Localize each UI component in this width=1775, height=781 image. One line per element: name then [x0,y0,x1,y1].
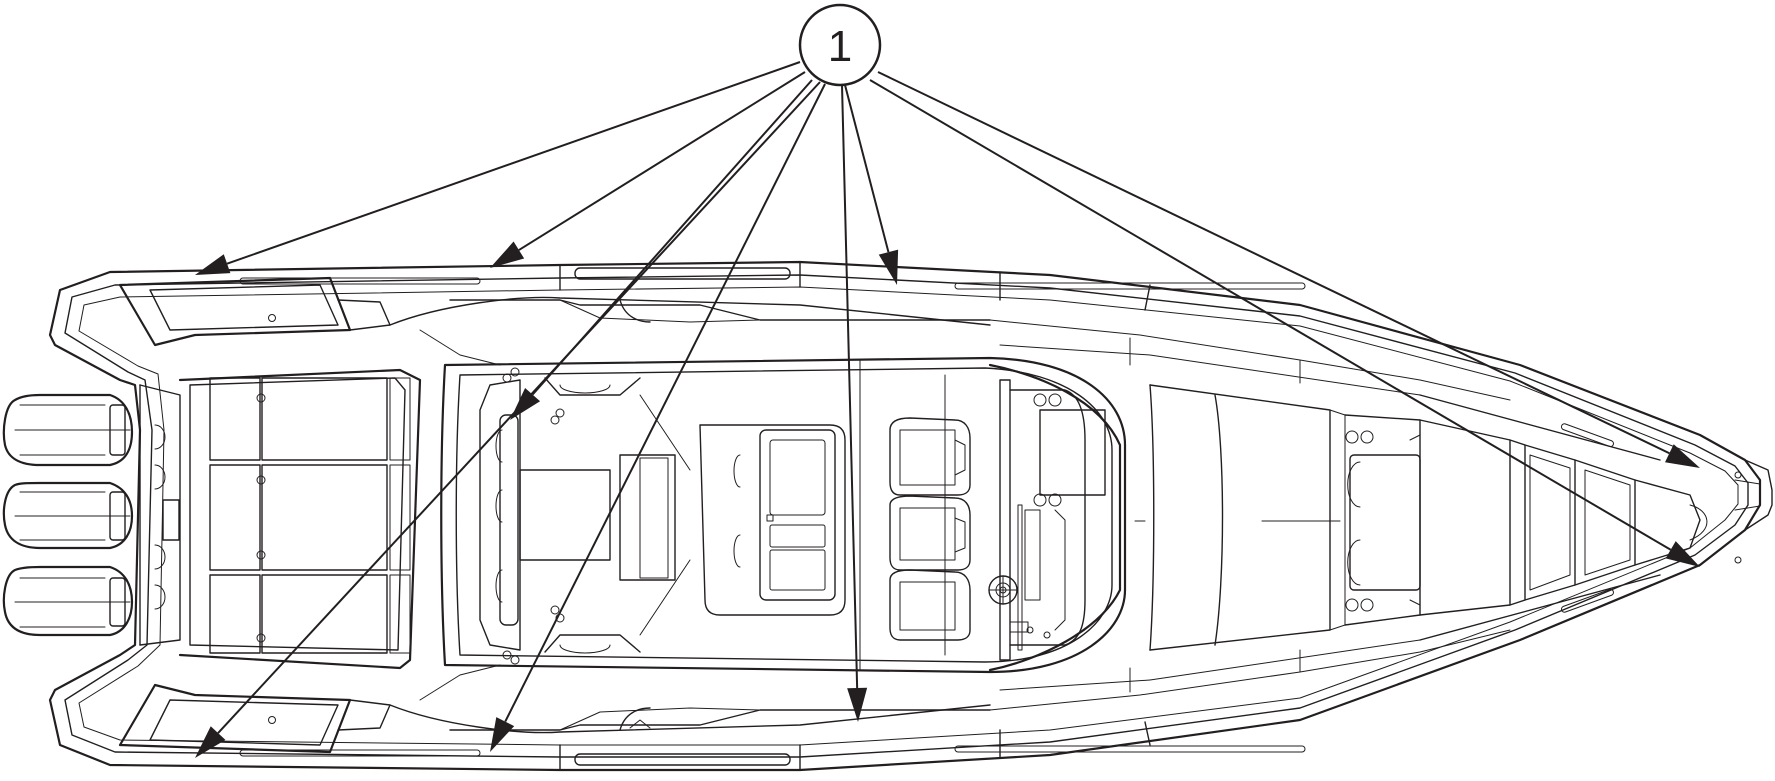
helm-seats [889,417,971,641]
arrowhead-3 [878,249,899,285]
side-decks-aft [118,276,991,754]
leader-line-7 [504,83,826,723]
deck-strips [449,299,1511,731]
arrowhead-5 [1665,541,1700,567]
helm-console [988,363,1122,672]
arrowhead-6 [195,726,226,758]
stern-platform [139,384,181,646]
outboard-engines [2,393,134,637]
callout-bubble: 1 [798,3,882,87]
leader-line-5 [869,79,1672,551]
forward-deck [999,344,1742,691]
leader-line-3 [844,84,890,253]
outboard-engine-port [2,393,134,467]
leader-line-2 [518,71,806,251]
outboard-engine-starboard [2,565,134,637]
arrowhead-2 [490,241,525,268]
leader-line-1 [226,61,801,265]
helm-seat-2 [889,495,971,571]
callout-label: 1 [828,22,852,71]
helm-seat-3 [889,569,971,641]
aft-cockpit [178,368,422,670]
arrowhead-1 [195,254,231,275]
gunwale-details [239,261,1614,771]
leader-line-9 [531,79,813,396]
hull-outline [48,260,1773,772]
leader-line-4 [877,71,1670,455]
outboard-engine-center [2,481,134,550]
arrowhead-8 [847,687,868,722]
arrowhead-9 [510,387,541,420]
helm-seat-1 [889,417,971,496]
callout-leader-lines [195,61,1700,758]
arrowhead-4 [1665,444,1700,468]
leader-line-8 [841,84,859,689]
arrowhead-7 [490,717,515,752]
